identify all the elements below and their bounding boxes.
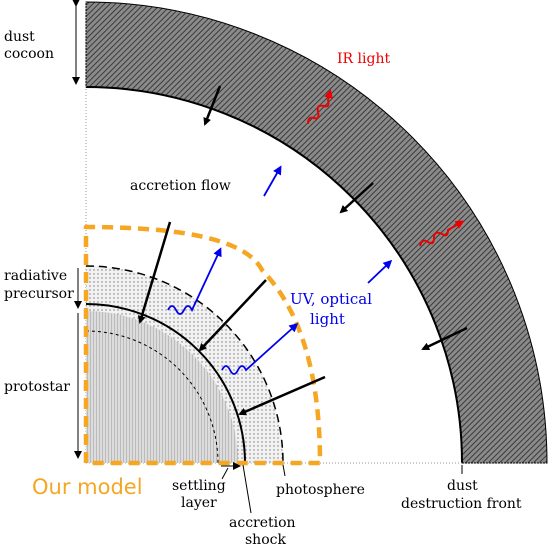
protostar-region [86, 311, 238, 463]
label-uv-1: UV, optical [290, 290, 372, 308]
label-ir-light: IR light [337, 51, 390, 67]
label-radiative-1: radiative [4, 268, 67, 284]
label-settling-2: layer [181, 495, 217, 511]
label-accretion-flow: accretion flow [130, 178, 231, 194]
photosphere-leader [282, 464, 286, 477]
label-destruction-1: dust [447, 478, 478, 494]
infall-arrow-4 [137, 221, 172, 324]
label-protostar: protostar [4, 379, 70, 395]
ir-photon-2 [419, 220, 465, 247]
radiative-precursor-region [86, 266, 283, 463]
dust-destruction-front-line [85, 86, 463, 464]
label-dust-cocoon-1: dust [4, 29, 35, 45]
label-our-model: Our model [32, 475, 143, 499]
label-photosphere: photosphere [276, 482, 365, 498]
our-model-box [83, 224, 323, 466]
label-shock-1: accretion [229, 515, 296, 531]
label-destruction-2: destruction front [401, 496, 522, 512]
label-dust-cocoon-2: cocoon [4, 46, 54, 62]
infall-arrow-2 [339, 182, 374, 214]
uv-photon-2 [221, 322, 299, 375]
label-radiative-2: precursor [4, 286, 74, 302]
accretion-shock-line [85, 303, 246, 464]
infall-arrow-5 [198, 279, 267, 352]
label-shock-2: shock [245, 532, 286, 548]
label-uv-2: light [310, 310, 345, 328]
label-settling-1: settling [172, 478, 226, 494]
ir-photon-1 [307, 89, 333, 125]
uv-arrow-3 [263, 165, 282, 197]
infall-arrow-1 [203, 85, 222, 126]
uv-arrow-4 [367, 259, 393, 284]
settling-layer-line [85, 330, 219, 464]
infall-arrow-3 [421, 326, 468, 351]
photosphere-line [85, 265, 284, 464]
shock-leader [242, 464, 252, 514]
infall-arrow-6 [238, 375, 326, 416]
settling-leader [221, 467, 229, 480]
uv-photon-1 [167, 247, 222, 315]
